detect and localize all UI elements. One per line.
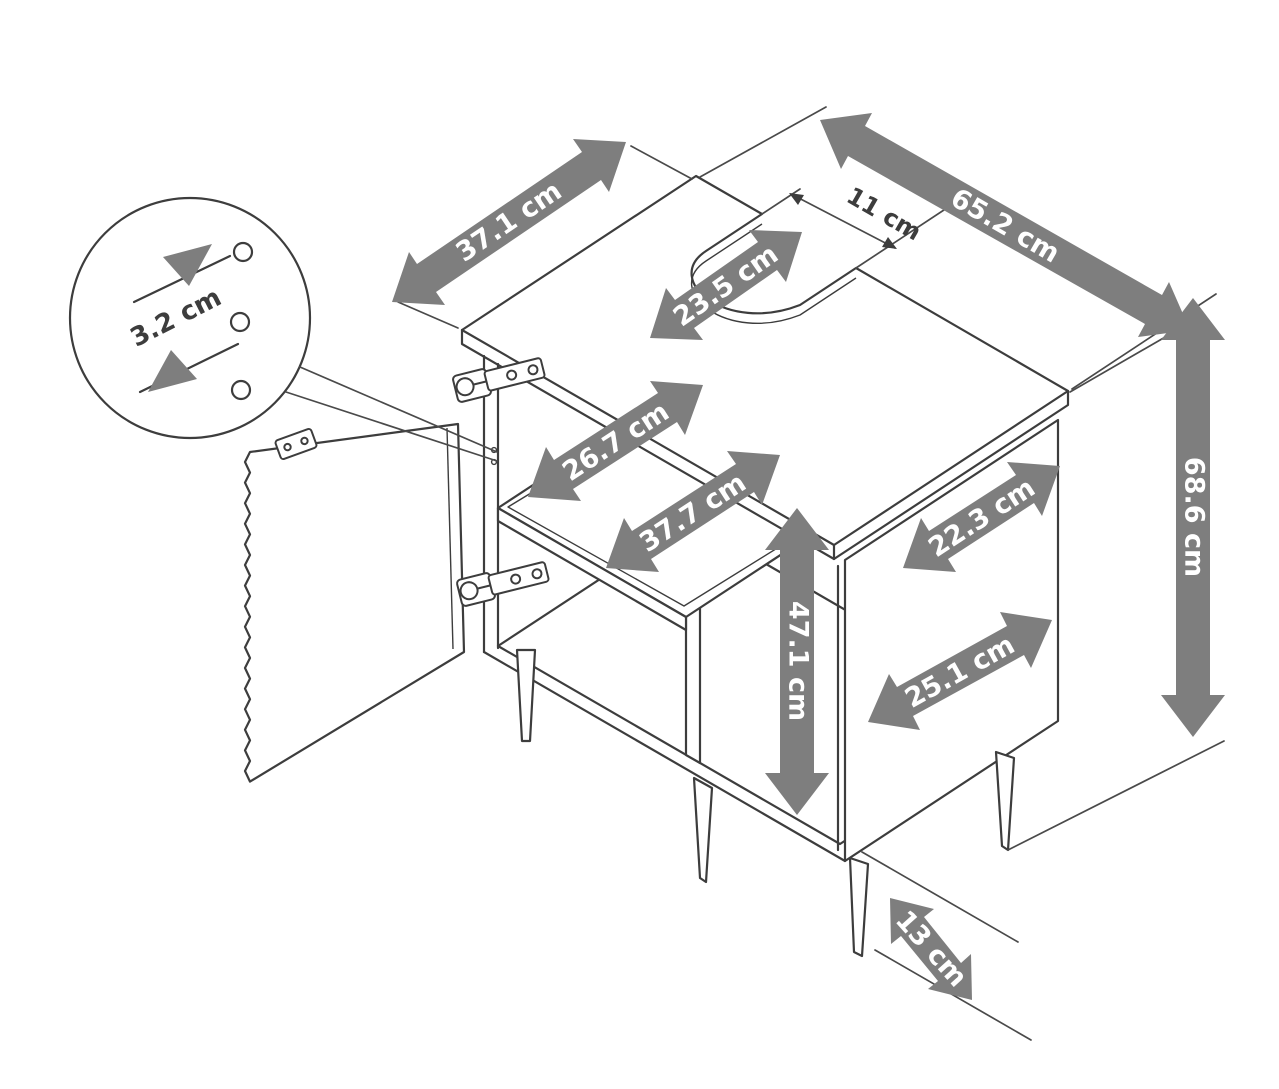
detail-inset: 3.2 cm	[68, 196, 498, 462]
dim-arrow-interior-height	[765, 508, 829, 815]
detail-leader-line	[285, 391, 498, 462]
legs	[515, 648, 1016, 958]
bracket-plate	[274, 427, 318, 461]
detail-hole	[232, 241, 254, 263]
dim-arrow-leg-height	[890, 898, 972, 1000]
hinge-screw	[506, 369, 518, 381]
hinge-cup	[459, 581, 479, 601]
ext-line-cutout	[761, 188, 801, 215]
ext-line-height-bottom	[1007, 740, 1225, 851]
dim-arrow-total-height	[1161, 298, 1225, 737]
hinge-screw	[531, 568, 543, 580]
dim-label-total-height: 68.6 cm	[1179, 457, 1210, 577]
cabinet	[243, 174, 1070, 958]
front-bottom-edge	[482, 650, 847, 863]
shelf-front-face	[496, 506, 688, 632]
door-thickness-line	[446, 427, 454, 650]
detail-hole	[230, 379, 252, 401]
ext-line-leg-top	[861, 851, 1019, 943]
dim-arrow-shelf-width	[606, 451, 780, 572]
detail-hole	[229, 311, 251, 333]
hinge-link	[473, 380, 487, 386]
door-panel	[243, 422, 466, 783]
dim-arrow-shelf-depth	[528, 381, 703, 501]
detail-measure-line	[132, 254, 232, 304]
dim-arrow-cutout-depth	[650, 230, 802, 340]
right-side-panel	[843, 418, 1060, 863]
dim-label-interior-height: 47.1 cm	[783, 601, 814, 721]
dim-arrow-top-width	[820, 113, 1190, 337]
detail-arrowhead-down	[148, 350, 197, 392]
dim-arrow-upper-right-depth	[903, 462, 1060, 572]
ext-line-top-width	[699, 106, 827, 178]
hinge-mounting-bracket	[274, 427, 318, 461]
leg-back-right	[994, 750, 1016, 852]
dim-arrowhead	[789, 193, 804, 205]
ext-line-cutout	[855, 205, 951, 269]
detail-leader-line	[299, 366, 498, 453]
dim-label-top-depth: 37.1 cm	[451, 176, 568, 269]
open-door	[243, 422, 466, 783]
bracket-hole	[300, 436, 309, 446]
leg-front-right	[848, 856, 870, 958]
detail-arrowhead-up	[163, 244, 212, 286]
dim-arrowhead	[882, 237, 897, 249]
dim-line-cutout-width	[790, 193, 896, 249]
hinge-screw	[510, 573, 522, 585]
hinge-link	[477, 584, 491, 590]
ext-line-top-depth	[397, 301, 459, 329]
leg-front-middle	[692, 776, 714, 884]
top-hinge	[452, 357, 546, 403]
dim-arrow-top-depth	[392, 139, 626, 305]
bottom-hinge	[456, 561, 550, 607]
dimension-arrows	[392, 113, 1225, 1000]
dim-label-leg-height: 13 cm	[889, 905, 973, 993]
dim-arrow-lower-right-depth	[868, 612, 1052, 730]
leg-front-left	[515, 648, 537, 743]
hinge-cup	[455, 377, 475, 397]
hinge-screw	[527, 364, 539, 376]
dim-label-top-width: 65.2 cm	[945, 183, 1065, 270]
bracket-hole	[283, 442, 292, 452]
ext-line-top-depth	[630, 145, 693, 180]
